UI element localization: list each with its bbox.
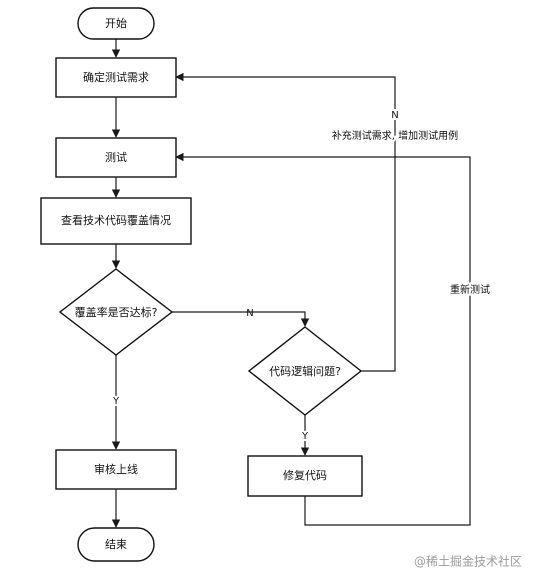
edge-retest	[175, 152, 471, 526]
retest-label: 重新测试	[450, 283, 490, 296]
fix-code-label: 修复代码	[283, 468, 327, 482]
end-label: 结束	[105, 538, 127, 551]
coverage-yes-label: Y	[112, 396, 120, 407]
code-issue-decision	[247, 326, 363, 416]
end-node	[77, 527, 155, 562]
submit-label: 审核上线	[94, 462, 138, 476]
test-box	[55, 137, 177, 178]
code-issue-decision-label: 代码逻辑问题?	[269, 364, 341, 378]
code-yes-label: Y	[301, 431, 309, 442]
add-cases-label: 补充测试需求, 增加测试用例	[332, 129, 458, 142]
check-results-label: 查看技术代码覆盖情况	[61, 213, 171, 227]
test-label: 测试	[105, 151, 127, 164]
start-node	[77, 7, 155, 40]
edge-coverage-no	[172, 311, 310, 327]
submit-box	[55, 449, 177, 490]
coverage-no-label: N	[246, 308, 253, 319]
define-requirements-box	[55, 57, 177, 98]
coverage-decision-label: 覆盖率是否达标?	[75, 305, 158, 319]
define-requirements-label: 确定测试需求	[83, 70, 149, 84]
edge-code-no	[175, 72, 396, 372]
coverage-decision	[58, 268, 174, 356]
start-label: 开始	[105, 16, 127, 30]
watermark: @稀土掘金技术社区	[414, 554, 522, 569]
fix-code-box	[247, 455, 363, 497]
code-no-label: N	[391, 110, 398, 121]
check-results-box	[40, 197, 192, 245]
